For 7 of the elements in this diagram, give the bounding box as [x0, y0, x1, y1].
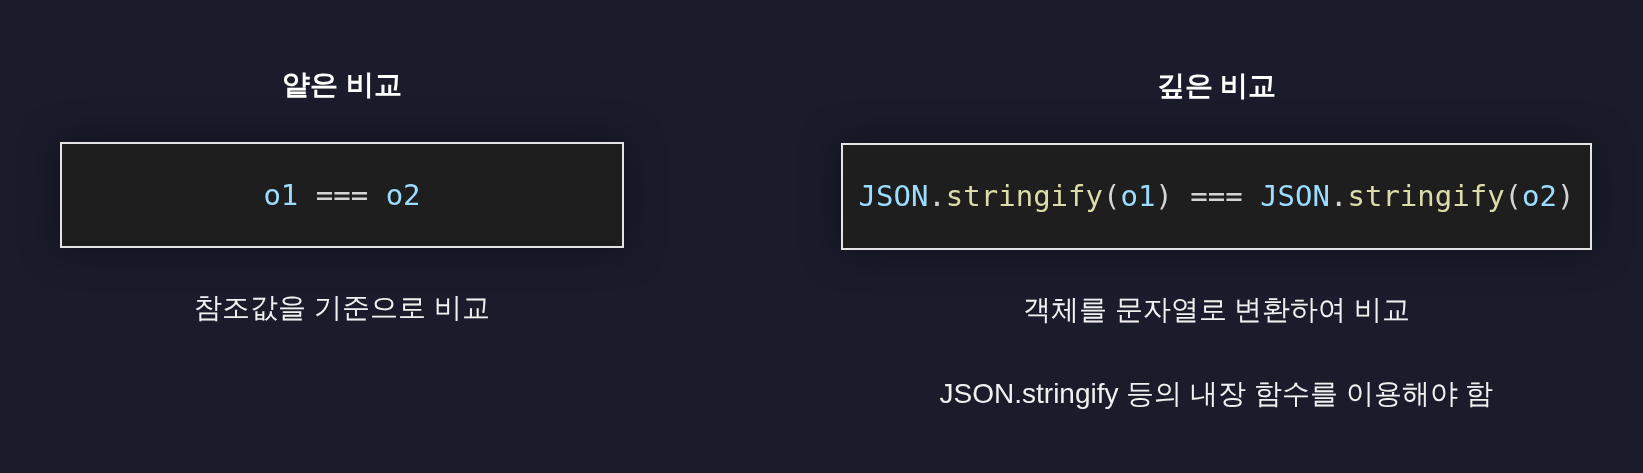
- description: 참조값을 기준으로 비교: [194, 291, 490, 325]
- code-text: JSON.stringify(o1) === JSON.stringify(o2): [858, 179, 1575, 214]
- code-text: o1 === o2: [263, 177, 421, 213]
- heading: 깊은 비교: [1156, 69, 1277, 103]
- description: 객체를 문자열로 변환하여 비교: [1022, 293, 1411, 327]
- description: JSON.stringify 등의 내장 함수를 이용해야 함: [939, 377, 1494, 411]
- heading: 얕은 비교: [282, 68, 402, 102]
